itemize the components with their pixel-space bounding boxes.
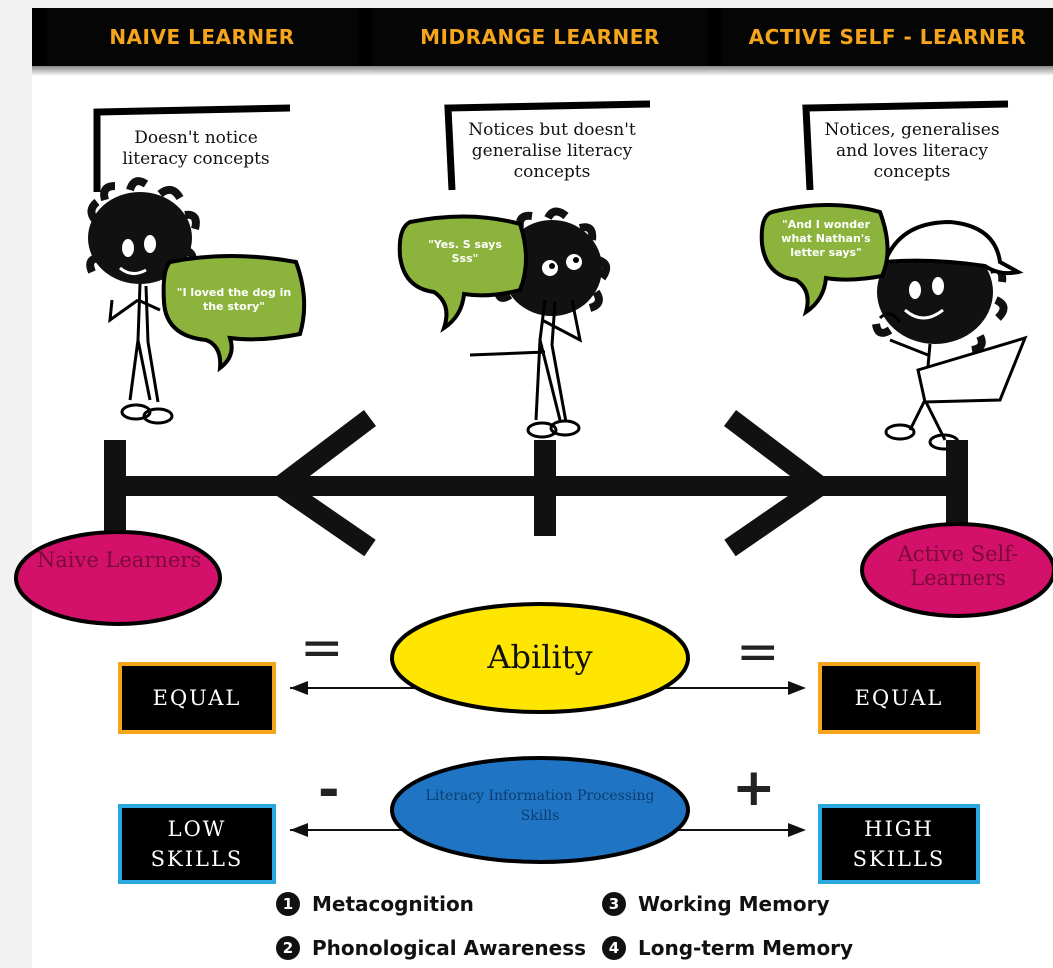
continuum-line xyxy=(104,410,968,557)
legend-item-metacognition: 1 Metacognition xyxy=(276,892,474,916)
skills-plus: + xyxy=(732,758,776,818)
number-badge: 4 xyxy=(602,936,626,960)
caption-midrange: Notices but doesn't generalise literacy … xyxy=(468,120,636,182)
caption-bracket-active xyxy=(802,100,1009,191)
legend-item-phonological-awareness: 2 Phonological Awareness xyxy=(276,936,586,960)
letter-paper-icon xyxy=(916,335,1028,404)
ability-right-equals: = xyxy=(736,622,780,682)
number-badge: 3 xyxy=(602,892,626,916)
left-arrow-chevron xyxy=(262,410,377,557)
caption-naive: Doesn't notice literacy concepts xyxy=(122,128,270,169)
number-badge: 1 xyxy=(276,892,300,916)
caption-bracket-naive xyxy=(93,104,291,192)
skills-right-box: HIGH SKILLS xyxy=(818,804,980,884)
ability-label: Ability xyxy=(487,638,593,676)
header-shadow xyxy=(32,66,1053,76)
legend-label: Long-term Memory xyxy=(638,936,854,960)
naive-learners-oval xyxy=(14,530,222,626)
active-learner-figure xyxy=(872,219,1028,451)
legend-label: Working Memory xyxy=(638,892,830,916)
ability-left-equals: = xyxy=(300,618,344,678)
tab-active-self-learner: ACTIVE SELF - LEARNER xyxy=(722,8,1053,66)
skills-oval xyxy=(390,756,690,864)
active-self-learners-oval xyxy=(860,522,1053,618)
ability-oval xyxy=(390,602,690,714)
ability-left-box: EQUAL xyxy=(118,662,276,734)
naive-learners-label: Naive Learners xyxy=(36,548,202,572)
speech-bubble-active xyxy=(759,203,890,317)
tab-naive-learner: NAIVE LEARNER xyxy=(46,8,358,66)
legend-label: Metacognition xyxy=(312,892,474,916)
caption-bracket-midrange xyxy=(444,100,651,191)
ability-right-box: EQUAL xyxy=(818,662,980,734)
legend-item-working-memory: 3 Working Memory xyxy=(602,892,830,916)
skills-left-box: LOW SKILLS xyxy=(118,804,276,884)
tab-midrange-learner: MIDRANGE LEARNER xyxy=(372,8,708,66)
speech-bubble-naive xyxy=(161,254,307,373)
right-arrow-chevron xyxy=(723,410,838,557)
number-badge: 2 xyxy=(276,936,300,960)
skills-minus: - xyxy=(318,760,340,820)
speech-bubble-midrange xyxy=(397,214,528,333)
legend-item-long-term-memory: 4 Long-term Memory xyxy=(602,936,853,960)
active-self-learners-label: Active Self-Learners xyxy=(897,542,1019,590)
skills-label: Literacy Information Processing Skills xyxy=(425,788,655,824)
cap-icon xyxy=(882,219,1024,276)
speech-text-naive: "I loved the dog in the story" xyxy=(176,286,292,313)
speech-text-midrange: "Yes. S says Sss" xyxy=(428,238,502,265)
caption-active: Notices, generalises and loves literacy … xyxy=(824,120,1000,182)
speech-text-active: "And I wonder what Nathan's letter says" xyxy=(781,218,871,259)
naive-learner-figure xyxy=(86,177,200,425)
legend-label: Phonological Awareness xyxy=(312,936,587,960)
